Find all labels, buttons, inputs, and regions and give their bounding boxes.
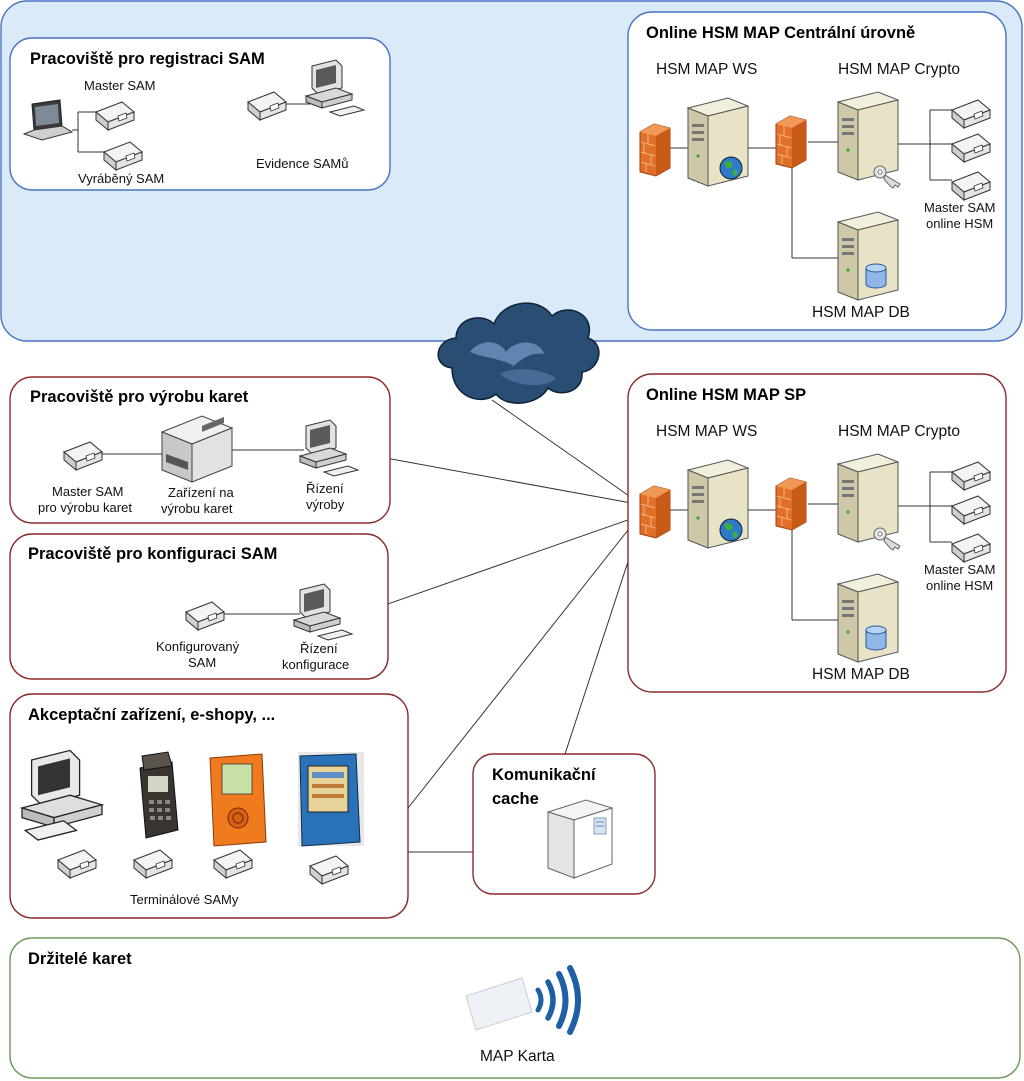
label-vyrabeny-sam: Vyráběný SAM: [78, 171, 164, 186]
label-evidence-samu: Evidence SAMů: [256, 156, 349, 171]
label-rizeni-vyroby-2: výroby: [306, 497, 345, 512]
label-terminalove-samy: Terminálové SAMy: [130, 892, 239, 907]
label-konfigurovany-1: Konfigurovaný: [156, 639, 240, 654]
contactless-card-icon: [465, 977, 533, 1031]
database-icon: [865, 263, 887, 289]
label-master-sam-online-1: Master SAM: [924, 200, 996, 215]
firewall-icon: [639, 123, 671, 177]
panel-title: Online HSM MAP SP: [646, 386, 806, 404]
panel-drzitele-karet: Držitelé karet MAP Karta: [9, 937, 1021, 1079]
crypto-server-icon: [837, 91, 899, 181]
label-rizeni-konf-2: konfigurace: [282, 657, 349, 672]
label-hsm-db: HSM MAP DB: [812, 666, 910, 683]
panel-title-line2: cache: [492, 790, 539, 808]
firewall-icon: [639, 485, 671, 539]
label-master-sam: Master SAM: [84, 78, 156, 93]
panel-komunikacni-cache: Komunikační cache: [472, 753, 656, 895]
globe-icon: [719, 518, 743, 542]
label-zarizeni-1: Zařízení na: [168, 485, 235, 500]
panel-title: Online HSM MAP Centrální úrovně: [646, 24, 915, 42]
firewall-icon: [775, 115, 807, 169]
panel-akceptacni-zarizeni: Akceptační zařízení, e-shopy, ...: [9, 693, 409, 919]
label-rizeni-vyroby-1: Řízení: [306, 481, 344, 496]
ticket-kiosk-icon: [298, 752, 364, 847]
label-map-karta: MAP Karta: [480, 1048, 555, 1065]
ticket-validator-icon: [204, 752, 274, 847]
label-hsm-db: HSM MAP DB: [812, 304, 910, 321]
firewall-icon: [775, 477, 807, 531]
panel-title: Akceptační zařízení, e-shopy, ...: [28, 706, 275, 724]
label-rizeni-konf-1: Řízení: [300, 641, 338, 656]
panel-konfigurace-sam: Pracoviště pro konfiguraci SAM Konfiguro…: [9, 533, 389, 680]
label-master-sam-vyroba-1: Master SAM: [52, 484, 124, 499]
panel-title: Držitelé karet: [28, 950, 132, 968]
panel-title: Pracoviště pro konfiguraci SAM: [28, 545, 277, 563]
handheld-terminal-icon: [139, 751, 179, 839]
label-master-sam-vyroba-2: pro výrobu karet: [38, 500, 132, 515]
label-hsm-ws: HSM MAP WS: [656, 423, 757, 440]
panel-title-line1: Komunikační: [492, 766, 597, 784]
label-master-sam-online-2: online HSM: [926, 216, 993, 231]
panel-hsm-sp: Online HSM MAP SP HSM MAP WS HSM MAP Cry…: [627, 373, 1007, 693]
panel-title: Pracoviště pro registraci SAM: [30, 50, 265, 68]
panel-title: Pracoviště pro výrobu karet: [30, 388, 249, 406]
label-master-sam-online-2: online HSM: [926, 578, 993, 593]
cache-server-icon: [546, 799, 614, 879]
desktop-pc-icon: [19, 749, 105, 841]
globe-icon: [719, 156, 743, 180]
nfc-waves-icon: [535, 965, 581, 1035]
label-zarizeni-2: výrobu karet: [161, 501, 233, 516]
panel-vyroba-karet: Pracoviště pro výrobu karet Master SAM p…: [9, 376, 391, 524]
panel-hsm-central: Online HSM MAP Centrální úrovně HSM MAP …: [627, 11, 1007, 331]
panel-registrace-sam: Pracoviště pro registraci SAM Master SAM…: [9, 37, 391, 191]
label-master-sam-online-1: Master SAM: [924, 562, 996, 577]
label-hsm-ws: HSM MAP WS: [656, 61, 757, 78]
label-hsm-crypto: HSM MAP Crypto: [838, 423, 960, 440]
internet-cloud-icon: [437, 302, 600, 404]
label-konfigurovany-2: SAM: [188, 655, 216, 670]
crypto-server-icon: [837, 453, 899, 543]
database-icon: [865, 625, 887, 651]
label-hsm-crypto: HSM MAP Crypto: [838, 61, 960, 78]
